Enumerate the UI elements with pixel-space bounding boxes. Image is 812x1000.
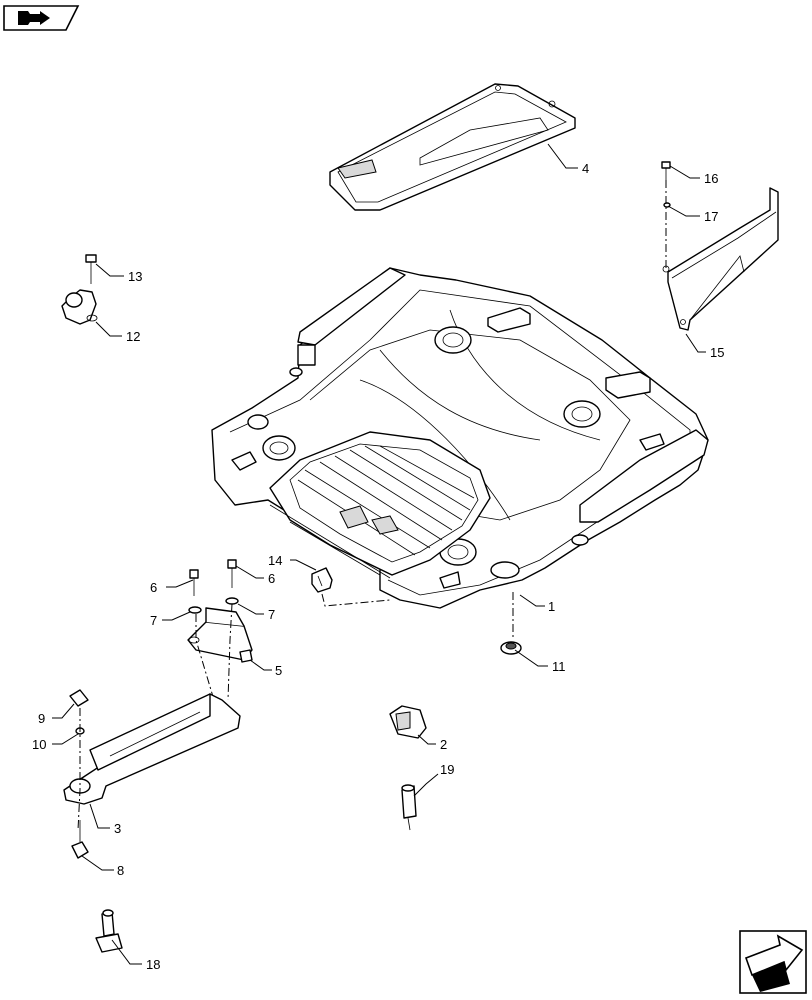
- callout-16: 16: [704, 171, 718, 186]
- callout-9: 9: [38, 711, 45, 726]
- callout-labels: 1 2 3 4 5 6 6 7 7 8 9 10 11 12 13 14 15 …: [32, 161, 724, 972]
- callout-2: 2: [440, 737, 447, 752]
- part-12-clamp: [61, 254, 98, 325]
- callout-15: 15: [710, 345, 724, 360]
- callout-4: 4: [582, 161, 589, 176]
- callout-17: 17: [704, 209, 718, 224]
- part-3-rail: [63, 689, 241, 859]
- callout-12: 12: [126, 329, 140, 344]
- part-14-clip: [311, 567, 391, 607]
- part-4-cover: [329, 83, 576, 211]
- arrow-glyph: [18, 11, 50, 25]
- callout-18: 18: [146, 957, 160, 972]
- back-nav-button[interactable]: [3, 5, 80, 31]
- next-page-arrow-shadow: [752, 962, 790, 992]
- next-page-button[interactable]: [739, 930, 807, 994]
- leader-lines: [52, 143, 706, 965]
- callout-3: 3: [114, 821, 121, 836]
- part-1-floor-mat: [211, 267, 709, 609]
- callout-6-right: 6: [268, 571, 275, 586]
- part-2-block: [389, 705, 427, 739]
- callout-14: 14: [268, 553, 282, 568]
- callout-11: 11: [552, 659, 566, 674]
- part-5-bracket: [187, 559, 253, 701]
- callout-7-left: 7: [150, 613, 157, 628]
- callout-13: 13: [128, 269, 142, 284]
- callout-5: 5: [275, 663, 282, 678]
- part-18-knob: [95, 909, 123, 953]
- part-19-spacer: [401, 784, 417, 831]
- part-11-nut: [500, 592, 522, 655]
- callout-1: 1: [548, 599, 555, 614]
- callout-6-left: 6: [150, 580, 157, 595]
- callout-19: 19: [440, 762, 454, 777]
- callout-10: 10: [32, 737, 46, 752]
- callout-7-right: 7: [268, 607, 275, 622]
- next-page-arrow-icon: [744, 934, 804, 977]
- part-15-bracket: [661, 161, 779, 331]
- callout-8: 8: [117, 863, 124, 878]
